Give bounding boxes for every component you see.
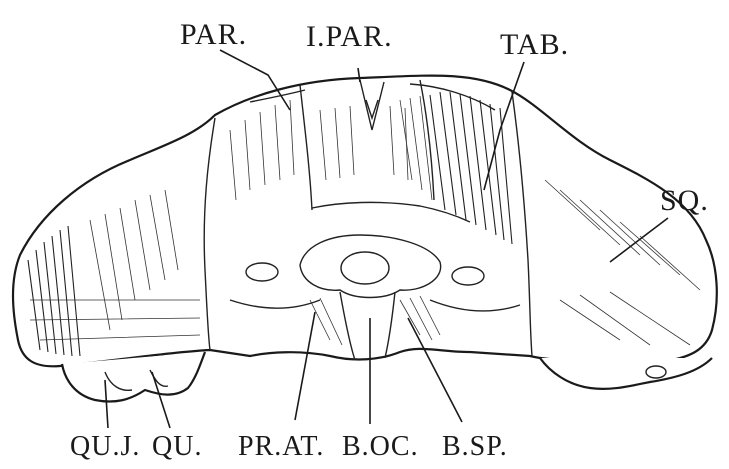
label-par: PAR.: [180, 18, 247, 51]
label-sq: SQ.: [660, 184, 709, 217]
label-prat: PR.AT.: [238, 431, 324, 462]
label-quj: QU.J.: [70, 431, 140, 462]
skull-drawing: [13, 76, 717, 402]
label-qu: QU.: [152, 431, 202, 462]
quadrate-right: [540, 358, 712, 389]
label-ipar: I.PAR.: [306, 20, 393, 53]
label-tab: TAB.: [500, 28, 569, 61]
skull-outline: [13, 76, 717, 367]
label-boc: B.OC.: [342, 431, 419, 462]
label-bsp: B.SP.: [442, 431, 508, 462]
